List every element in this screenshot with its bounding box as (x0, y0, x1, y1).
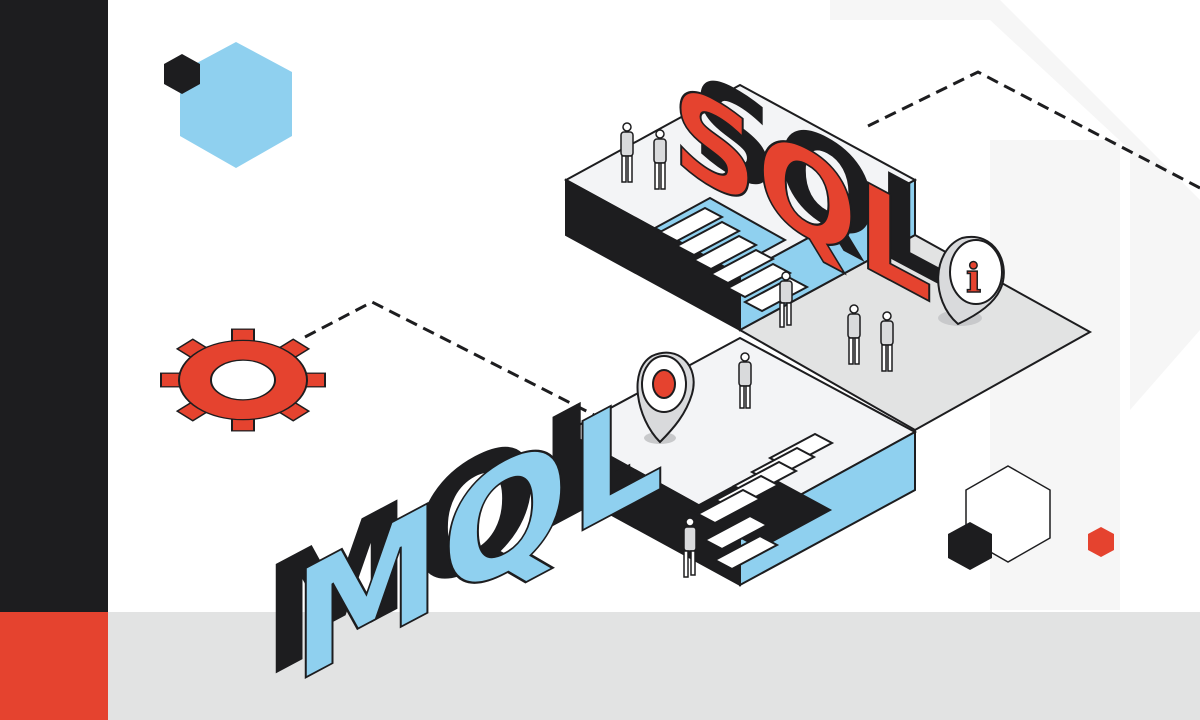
gear-icon (160, 328, 326, 432)
left-black-bar (0, 0, 108, 612)
location-pin-icon (636, 351, 695, 444)
lower-stairs (695, 432, 835, 571)
red-hexagon (1088, 527, 1114, 557)
people-figures (620, 122, 894, 578)
person-stairs-top (779, 271, 793, 328)
black-hexagon-small (164, 54, 200, 94)
info-pin-icon: i (937, 235, 1005, 326)
person-stairs-bottom (683, 517, 697, 578)
dashed-connector-top (867, 70, 1200, 190)
person-lower-walker (738, 352, 752, 409)
person-upper-left-1 (620, 122, 634, 183)
person-upper-left-2 (653, 129, 667, 190)
person-middle-2 (880, 311, 894, 372)
floor-band (108, 612, 1200, 720)
blue-hexagon (180, 42, 292, 168)
left-red-bar (0, 612, 108, 720)
person-middle-1 (847, 304, 861, 365)
info-glyph: i (966, 255, 981, 302)
black-hexagon-bottom (948, 522, 992, 570)
upper-stairs (657, 206, 810, 313)
dashed-connector-left (304, 300, 601, 420)
